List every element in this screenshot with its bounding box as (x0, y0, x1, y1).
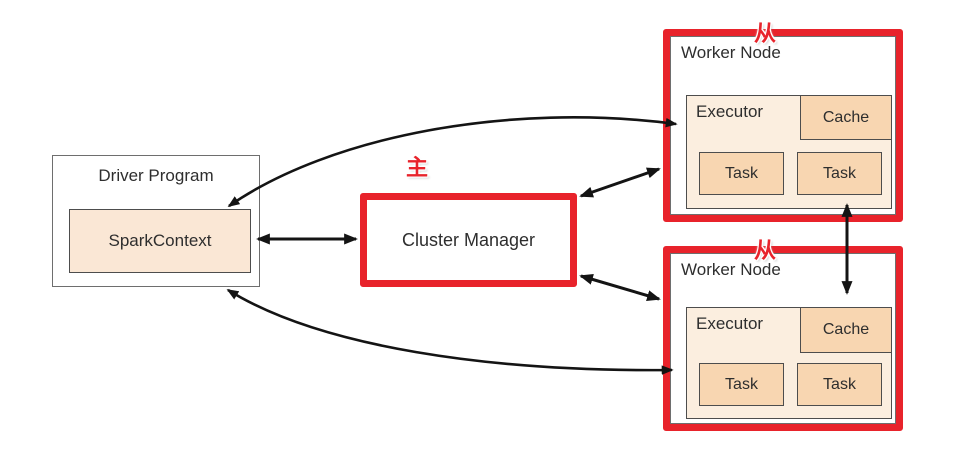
slave-role-tag-1: 从 (754, 21, 777, 46)
cluster-manager-box: Cluster Manager (360, 193, 577, 287)
task-box-1b: Task (797, 152, 882, 195)
arrow-cluster-worker1 (579, 167, 661, 198)
executor-label-1: Executor (696, 102, 764, 121)
arrow-driver-worker2 (226, 288, 674, 375)
sparkcontext-label: SparkContext (108, 231, 212, 250)
task-label-2a: Task (725, 375, 758, 393)
worker-node-2-title: Worker Node (681, 260, 781, 279)
driver-program-title: Driver Program (98, 166, 214, 185)
cache-label-1: Cache (822, 108, 870, 126)
executor-label-2: Executor (696, 314, 764, 333)
driver-program-box: Driver Program SparkContext (52, 155, 260, 287)
cache-label-2: Cache (822, 321, 870, 338)
task-label-2b: Task (823, 375, 856, 393)
slave-role-tag-2: 从 (754, 238, 777, 263)
master-role-tag: 主 (406, 155, 429, 180)
task-box-2b: Task (797, 363, 882, 406)
worker-node-2-box: 从 Worker Node Executor Cache Task Task (663, 240, 903, 431)
worker-node-1-title: Worker Node (681, 43, 781, 62)
cache-box-2: Cache (800, 307, 892, 353)
sparkcontext-box: SparkContext (69, 209, 251, 273)
cluster-manager-label: Cluster Manager (401, 229, 536, 250)
arrow-cluster-worker2 (579, 274, 661, 301)
task-label-1a: Task (725, 164, 758, 182)
task-box-1a: Task (699, 152, 784, 195)
task-label-1b: Task (823, 164, 856, 182)
cache-box-1: Cache (800, 95, 892, 140)
task-box-2a: Task (699, 363, 784, 406)
worker-node-1-box: 从 Worker Node Executor Cache Task Task (663, 23, 903, 222)
